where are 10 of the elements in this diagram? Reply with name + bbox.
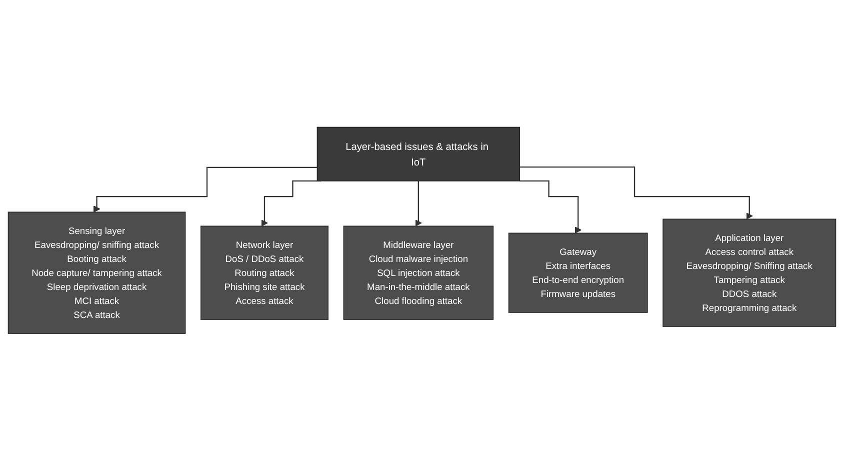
node-box: Sensing layer Eavesdropping/ sniffing attack Booting attack Node capture/ tampering attack Sleep deprivation attack MCI attack SCA attack [8, 212, 186, 334]
arrow [520, 166, 753, 220]
arrow [520, 180, 582, 234]
node-box: Middleware layer Cloud malware injection SQL injection attack Man-in-the-middle attack Cloud flooding attack [343, 226, 494, 320]
arrow [415, 180, 422, 227]
node-box: Gateway Extra interfaces End-to-end encryption Firmware updates [508, 232, 648, 314]
arrow [93, 166, 318, 213]
node-box: Layer-based issues & attacks in IoT [316, 126, 520, 182]
node-box: Application layer Access control attack Eavesdropping/ Sniffing attack Tampering attack DDOS attack Reprogramming attack [662, 218, 836, 328]
node-box: Network layer DoS / DDoS attack Routing attack Phishing site attack Access attack [200, 226, 328, 320]
